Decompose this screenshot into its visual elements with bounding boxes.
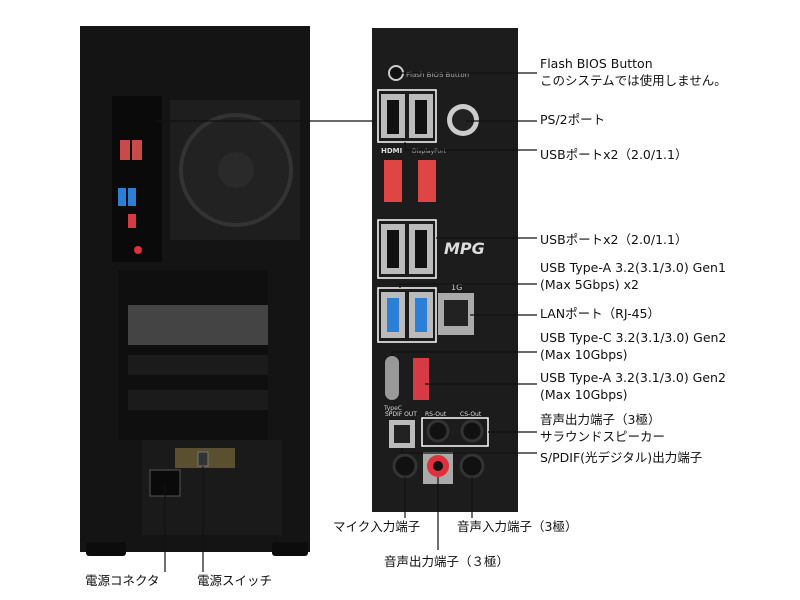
label-typec-1: USB Type-C 3.2(3.1/3.0) Gen2 xyxy=(540,330,727,345)
label-line-out: 音声出力端子（３極） xyxy=(384,554,510,569)
rs-out-jack xyxy=(426,419,450,443)
leader-lines xyxy=(155,72,537,572)
usb-gen2-port xyxy=(413,358,429,400)
svg-text:TypeC: TypeC xyxy=(383,405,402,412)
svg-text:SPDIF OUT: SPDIF OUT xyxy=(385,411,417,418)
mic-jack xyxy=(392,453,418,479)
label-usb-gen1-1: USB Type-A 3.2(3.1/3.0) Gen1 xyxy=(540,260,726,275)
io-panel-zoom: Flash BIOS Button HDMI DisplayPort MPG 1… xyxy=(372,28,518,512)
label-usb-gen2-1: USB Type-A 3.2(3.1/3.0) Gen2 xyxy=(540,370,726,385)
svg-text:MPG: MPG xyxy=(444,239,485,258)
svg-text:CS-Out: CS-Out xyxy=(460,411,482,418)
label-line-in: 音声入力端子（3極） xyxy=(457,519,578,534)
label-typec-2: (Max 10Gbps) xyxy=(540,347,628,362)
svg-text:RS-Out: RS-Out xyxy=(425,411,447,418)
label-usb2-mid: USBポートx2（2.0/1.1） xyxy=(540,232,688,247)
label-power-connector: 電源コネクタ xyxy=(85,573,160,588)
typec-port xyxy=(385,356,399,400)
label-spdif: S/PDIF(光デジタル)出力端子 xyxy=(540,450,703,465)
dp-cap xyxy=(418,160,436,202)
label-lan: LANポート（RJ-45） xyxy=(540,306,660,321)
svg-text:1G: 1G xyxy=(451,283,462,292)
power-switch-toggle xyxy=(197,451,209,467)
label-flash-bios-note: このシステムでは使用しません。 xyxy=(540,73,727,88)
motherboard-io-panel xyxy=(112,96,162,262)
label-mic: マイク入力端子 xyxy=(333,519,421,534)
label-usb-gen2-2: (Max 10Gbps) xyxy=(540,387,628,402)
label-flash-bios: Flash BIOS Button xyxy=(540,56,653,71)
label-usb-gen1-2: (Max 5Gbps) x2 xyxy=(540,277,639,292)
line-in-jack xyxy=(459,453,485,479)
hdmi-cap xyxy=(384,160,402,202)
label-usb2-top: USBポートx2（2.0/1.1） xyxy=(540,147,688,162)
label-surround-2: サラウンドスピーカー xyxy=(540,429,666,444)
case-foot xyxy=(272,542,308,556)
pc-case-rear xyxy=(80,26,310,556)
label-surround-1: 音声出力端子（3極） xyxy=(540,412,661,427)
case-foot xyxy=(86,542,126,556)
svg-text:HDMI: HDMI xyxy=(381,147,402,155)
cs-out-jack xyxy=(460,419,484,443)
svg-text:Flash BIOS Button: Flash BIOS Button xyxy=(406,71,469,79)
label-ps2: PS/2ポート xyxy=(540,112,606,127)
label-power-switch: 電源スイッチ xyxy=(197,573,273,588)
svg-text:DisplayPort: DisplayPort xyxy=(412,148,447,155)
